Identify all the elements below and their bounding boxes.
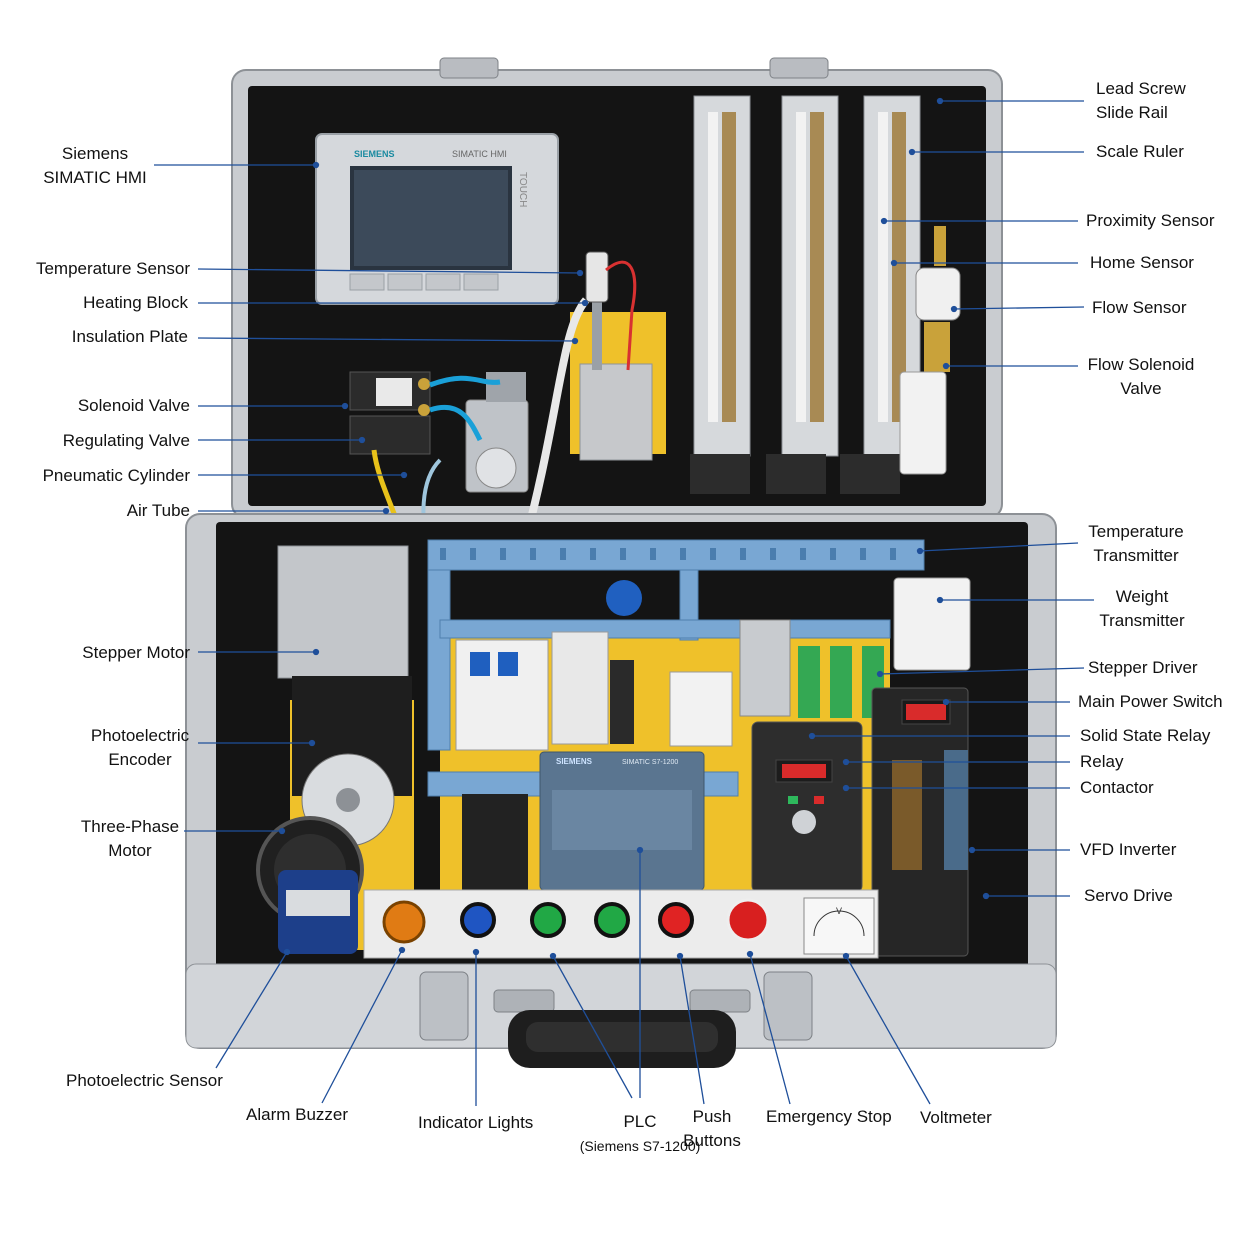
label-flow-solenoid-valve: Flow Solenoid Valve [1087, 355, 1195, 398]
label-temperature-transmitter: Temperature Transmitter [1088, 522, 1184, 565]
label-indicator-lights: Indicator Lights [418, 1113, 534, 1132]
label-stepper-motor: Stepper Motor [82, 643, 190, 662]
flow-assembly [899, 226, 961, 475]
leader-lines [154, 97, 1094, 1106]
hmi-brand-text: SIEMENS [354, 149, 395, 159]
slide-rails [690, 95, 921, 494]
label-proximity-sensor: Proximity Sensor [1086, 211, 1215, 230]
label-temperature-sensor: Temperature Sensor [35, 259, 190, 278]
label-stepper-driver: Stepper Driver [1088, 658, 1198, 677]
label-push-buttons: Push Buttons [683, 1107, 741, 1150]
label-vfd-inverter: VFD Inverter [1080, 840, 1177, 859]
label-regulating-valve: Regulating Valve [62, 431, 190, 450]
label-siemens-hmi: Siemens SIMATIC HMI [43, 144, 147, 187]
plc: SIEMENS SIMATIC S7-1200 [539, 751, 705, 891]
label-scale-ruler: Scale Ruler [1096, 142, 1184, 161]
label-flow-sensor: Flow Sensor [1092, 298, 1187, 317]
label-servo-drive: Servo Drive [1084, 886, 1173, 905]
label-insulation-plate: Insulation Plate [71, 327, 188, 346]
label-weight-transmitter: Weight Transmitter [1099, 587, 1185, 630]
servo-drive [871, 687, 969, 957]
label-relay: Relay [1080, 752, 1124, 771]
label-contactor: Contactor [1080, 778, 1154, 797]
label-solid-state-relay: Solid State Relay [1080, 726, 1211, 745]
label-photoelectric-encoder: Photoelectric Encoder [90, 726, 190, 769]
stepper-drivers [798, 646, 884, 718]
terminal-blocks [462, 794, 528, 892]
label-heating-block: Heating Block [83, 293, 188, 312]
vfd-inverter [751, 721, 863, 893]
voltmeter-unit: V [836, 906, 842, 916]
label-home-sensor: Home Sensor [1090, 253, 1194, 272]
label-main-power-switch: Main Power Switch [1078, 692, 1223, 711]
plc-brand-text: SIEMENS [556, 757, 593, 766]
label-solenoid-valve: Solenoid Valve [77, 396, 190, 415]
breakers [455, 619, 791, 751]
label-pneumatic-cylinder: Pneumatic Cylinder [42, 466, 190, 485]
plc-model-text: SIMATIC S7-1200 [622, 759, 678, 766]
heating-assembly [516, 251, 666, 562]
label-lead-screw-slide-rail: Lead Screw Slide Rail [1096, 79, 1186, 122]
label-three-phase-motor: Three-Phase Motor [80, 817, 180, 860]
hmi-panel: SIEMENS SIMATIC HMI TOUCH [315, 133, 559, 305]
weight-transmitter [893, 577, 971, 671]
label-air-tube: Air Tube [126, 501, 190, 520]
label-alarm-buzzer: Alarm Buzzer [246, 1105, 349, 1124]
label-plc: PLC (Siemens S7-1200) [579, 1112, 701, 1154]
temperature-transmitter [606, 580, 642, 616]
label-emergency-stop: Emergency Stop [766, 1107, 892, 1126]
hmi-model-text: SIMATIC HMI [452, 149, 507, 159]
hmi-touch-text: TOUCH [517, 172, 528, 207]
label-photoelectric-sensor: Photoelectric Sensor [66, 1071, 223, 1090]
label-voltmeter: Voltmeter [920, 1108, 992, 1127]
three-phase-motor [256, 816, 364, 954]
control-panel: V [363, 889, 879, 959]
